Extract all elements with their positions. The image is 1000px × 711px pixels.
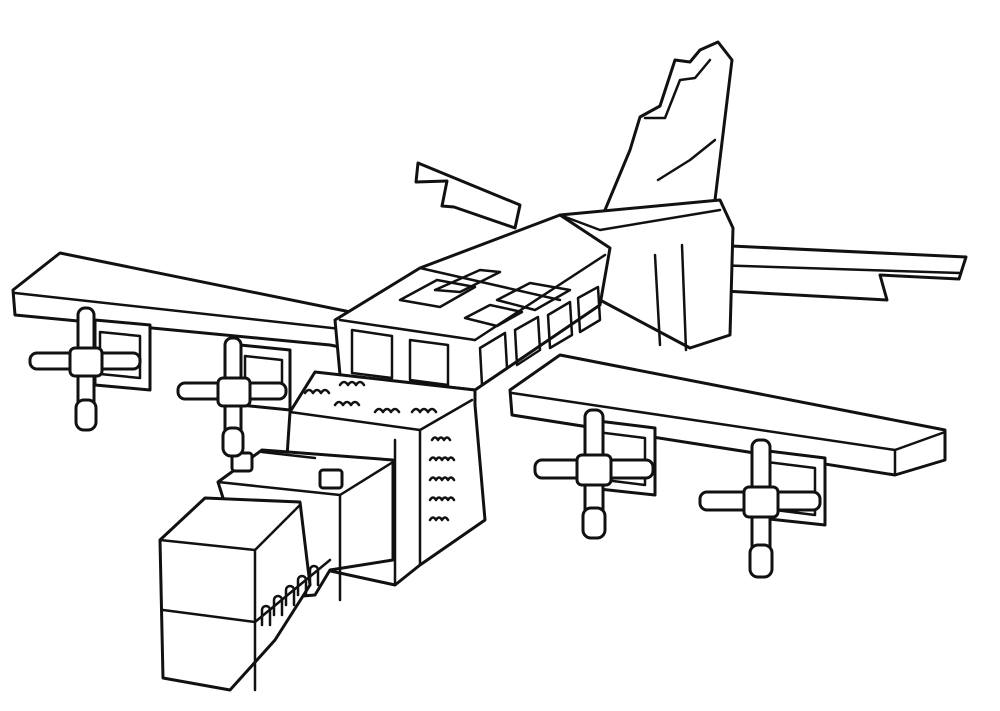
left-wing	[11, 251, 382, 357]
propeller-2-icon	[176, 336, 288, 458]
propeller-3-icon	[533, 408, 655, 540]
right-wing	[508, 353, 947, 477]
tail-left-stabilizer	[414, 161, 522, 230]
vent-marks-top	[303, 380, 438, 414]
vent-marks-side	[428, 436, 456, 522]
nose-knob	[230, 451, 344, 490]
nose-grille	[260, 564, 320, 627]
propeller-4-icon	[698, 438, 822, 579]
side-windows	[350, 285, 602, 387]
propeller-1-icon	[28, 306, 142, 432]
tail-block	[558, 198, 735, 352]
nose-cone	[158, 496, 332, 692]
top-windows	[398, 268, 572, 328]
tail-right-stabilizer	[704, 243, 968, 302]
